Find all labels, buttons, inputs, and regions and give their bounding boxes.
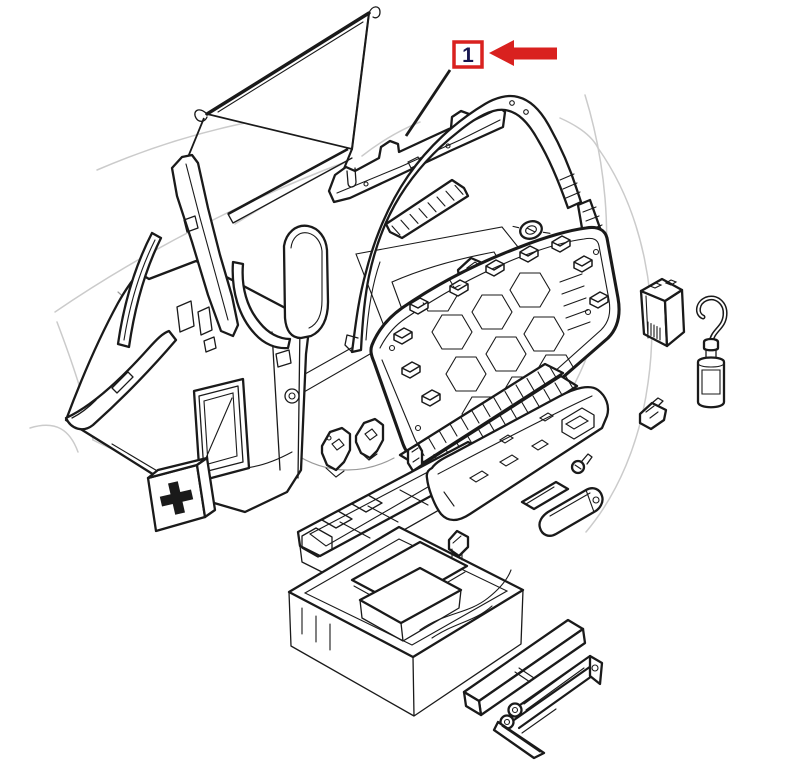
first-aid-kit <box>146 456 217 533</box>
cargo-cover <box>185 6 381 177</box>
d-pillar-trim <box>170 153 240 338</box>
bumper-upper-cover <box>425 386 610 522</box>
callout-label: 1 <box>462 44 474 67</box>
panel-clip-blocks <box>393 235 609 407</box>
tray-clip <box>447 529 470 561</box>
bottle-hook-hose <box>696 295 728 345</box>
c-pillar-trim <box>231 224 330 350</box>
right-latch <box>354 417 385 461</box>
sealant-bottle <box>696 295 728 409</box>
pillar-strip <box>116 231 163 349</box>
grommet-clip <box>512 220 551 240</box>
scuff-ledge <box>64 329 178 431</box>
first-aid-cross-icon <box>159 481 194 515</box>
left-latch <box>320 426 352 478</box>
retainer-clip <box>638 397 668 431</box>
callout-box[interactable] <box>452 40 484 69</box>
jack <box>492 654 604 760</box>
leader-line <box>404 69 452 137</box>
storage-tray-insert <box>287 525 525 717</box>
air-compressor-box <box>639 277 686 348</box>
cover-hook-bottom <box>194 109 208 122</box>
callout-1[interactable]: 1 <box>404 40 484 137</box>
bulb <box>570 453 593 475</box>
striker <box>406 442 424 473</box>
tailgate-frame-trim <box>344 94 583 354</box>
defroster-molding <box>384 178 470 240</box>
pointer-arrow-icon <box>489 40 557 66</box>
tool-bar <box>462 618 587 717</box>
work-lamp <box>520 480 604 537</box>
cover-hook-top <box>368 6 381 19</box>
